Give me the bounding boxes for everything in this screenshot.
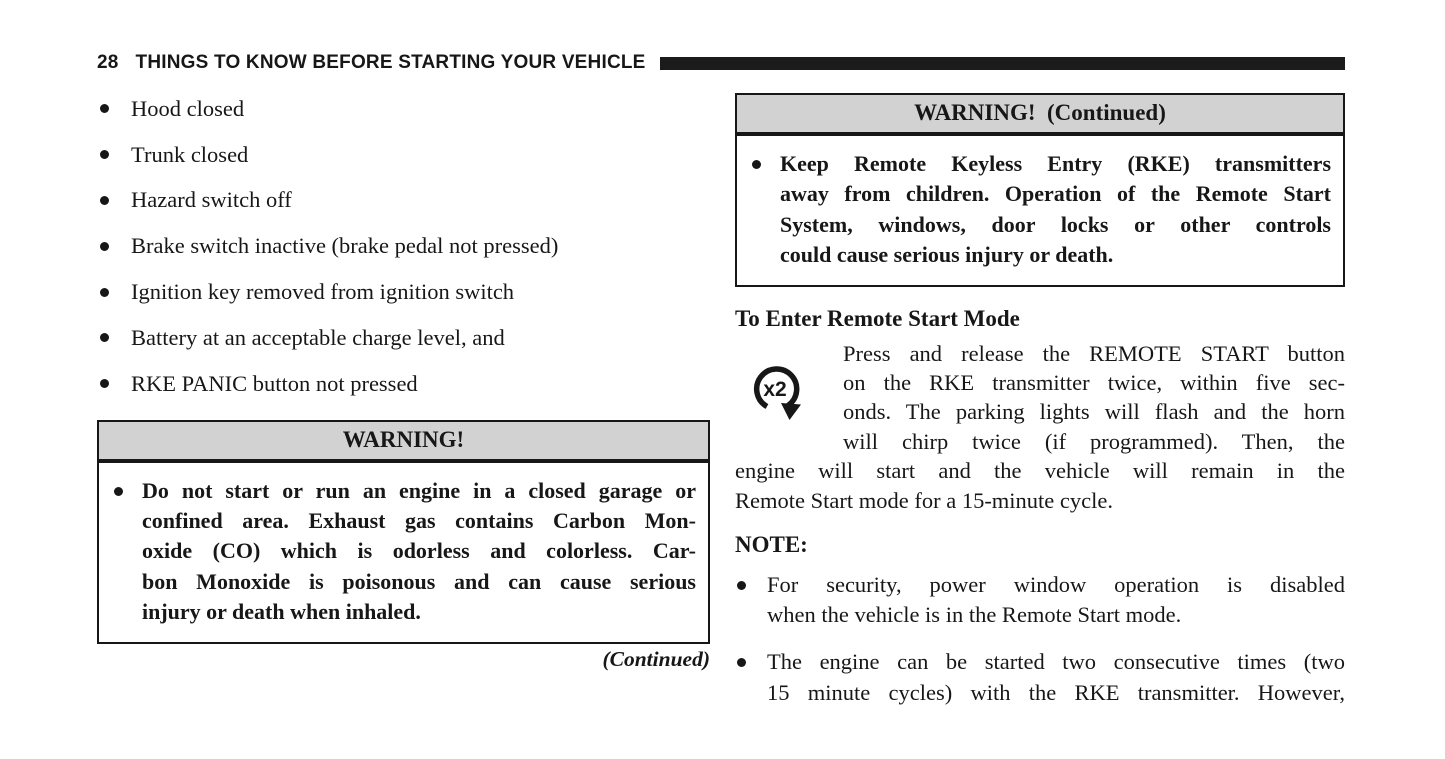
list-item: Battery at an acceptable charge level, a…	[97, 315, 710, 361]
list-item: Trunk closed	[97, 132, 710, 178]
bullet-icon	[100, 333, 109, 343]
list-item-label: Battery at an acceptable charge level, a…	[131, 324, 505, 350]
text-line: 15 minute cycles) with the RKE transmitt…	[767, 679, 1345, 705]
note-heading: NOTE:	[735, 532, 808, 558]
note-bullet: For security, power window operation is …	[735, 570, 1345, 630]
bullet-icon	[100, 241, 109, 251]
warning-box-title: WARNING! (Continued)	[737, 95, 1343, 136]
section-heading-enter-remote-start: To Enter Remote Start Mode	[735, 305, 1020, 331]
list-item: Hood closed	[97, 86, 710, 132]
text-line: The engine can be started two consecutiv…	[767, 649, 1345, 675]
page-header-title: THINGS TO KNOW BEFORE STARTING YOUR VEHI…	[135, 52, 646, 73]
warning-box-body: Keep Remote Keyless Entry (RKE) transmit…	[737, 136, 1343, 285]
continued-note: (Continued)	[602, 646, 710, 671]
remote-start-paragraph: x2 Press and release the REMOTE START bu…	[735, 339, 1345, 515]
text-line: onds. The parking lights will flash and …	[843, 399, 1345, 425]
bullet-icon	[100, 195, 109, 205]
text-line: engine will start and the vehicle will r…	[735, 458, 1345, 484]
right-column: WARNING! (Continued) Keep Remote Keyless…	[735, 93, 1345, 708]
header-rule-bar	[659, 56, 1345, 70]
list-item-label: RKE PANIC button not pressed	[131, 370, 418, 396]
list-item: Brake switch inactive (brake pedal not p…	[97, 223, 710, 269]
text-line: Do not start or run an engine in a close…	[142, 477, 696, 503]
list-item: Hazard switch off	[97, 178, 710, 224]
text-line: away from children. Operation of the Rem…	[780, 181, 1331, 207]
bullet-icon	[100, 287, 109, 297]
list-item: RKE PANIC button not pressed	[97, 361, 710, 407]
warning-box-title: WARNING!	[99, 421, 708, 463]
list-item-label: Trunk closed	[131, 141, 249, 167]
page-header: 28 THINGS TO KNOW BEFORE STARTING YOUR V…	[97, 52, 1345, 74]
list-item-label: Ignition key removed from ignition switc…	[131, 279, 515, 305]
note-bullet: The engine can be started two consecutiv…	[735, 647, 1345, 707]
text-line: confined area. Exhaust gas contains Carb…	[142, 507, 696, 533]
note-bullet-text: The engine can be started two consecutiv…	[767, 647, 1345, 707]
text-line: bon Monoxide is poisonous and can cause …	[142, 568, 696, 594]
text-line: Keep Remote Keyless Entry (RKE) transmit…	[780, 151, 1331, 176]
press-twice-x2-icon: x2	[753, 365, 801, 420]
x2-icon-label: x2	[763, 378, 786, 401]
warning-box-rke-continued: WARNING! (Continued) Keep Remote Keyless…	[735, 93, 1345, 287]
list-item: Ignition key removed from ignition switc…	[97, 269, 710, 315]
bullet-icon	[737, 581, 746, 591]
text-line: oxide (CO) which is odorless and colorle…	[142, 538, 696, 564]
text-line: will chirp twice (if programmed). Then, …	[843, 428, 1345, 454]
bullet-icon	[752, 160, 761, 169]
page-number: 28	[97, 52, 119, 73]
text-line: For security, power window operation is …	[767, 572, 1345, 598]
text-line: when the vehicle is in the Remote Start …	[767, 602, 1182, 628]
warning-box-co: WARNING! Do not start or run an engine i…	[97, 419, 710, 644]
warning-bullet-text: Do not start or run an engine in a close…	[142, 476, 696, 628]
warning-bullet-text: Keep Remote Keyless Entry (RKE) transmit…	[780, 149, 1331, 271]
bullet-icon	[114, 486, 123, 496]
bullet-icon	[100, 104, 109, 114]
text-line: Press and release the REMOTE START butto…	[843, 340, 1345, 366]
pre-start-checklist: Hood closed Trunk closed Hazard switch o…	[97, 86, 710, 407]
text-line: could cause serious injury or death.	[780, 242, 1114, 268]
bullet-icon	[100, 379, 109, 389]
list-item-label: Hood closed	[131, 95, 245, 121]
text-line: injury or death when inhaled.	[142, 599, 421, 625]
warning-bullet: Keep Remote Keyless Entry (RKE) transmit…	[752, 149, 1331, 271]
warning-box-body: Do not start or run an engine in a close…	[99, 463, 708, 642]
list-item-label: Hazard switch off	[131, 187, 292, 213]
note-bullet-text: For security, power window operation is …	[767, 570, 1345, 630]
warning-bullet: Do not start or run an engine in a close…	[114, 476, 696, 628]
bullet-icon	[737, 658, 746, 668]
list-item-label: Brake switch inactive (brake pedal not p…	[131, 233, 559, 259]
text-line: Remote Start mode for a 15-minute cycle.	[735, 487, 1114, 513]
text-line: on the RKE transmitter twice, within fiv…	[843, 370, 1345, 396]
text-line: System, windows, door locks or other con…	[780, 211, 1331, 237]
bullet-icon	[100, 150, 109, 160]
left-column: Hood closed Trunk closed Hazard switch o…	[97, 86, 710, 672]
